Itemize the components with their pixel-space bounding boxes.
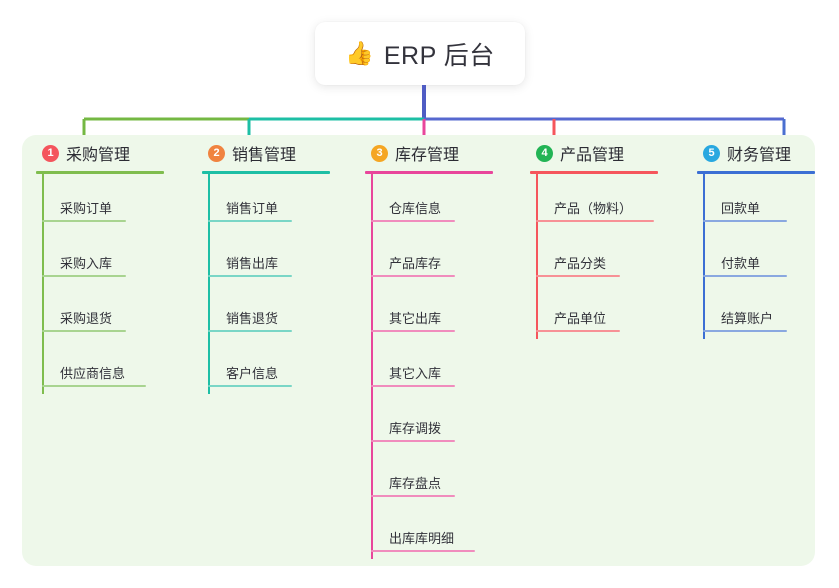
branch-item-underline [371, 550, 475, 552]
branch-item[interactable]: 结算账户 [703, 284, 815, 339]
branch-items-5: 回款单付款单结算账户 [703, 174, 815, 339]
branch-header-2[interactable]: 2 销售管理 [188, 135, 351, 171]
root-node-title: ERP 后台 [383, 41, 495, 70]
branch-item[interactable]: 采购入库 [42, 229, 188, 284]
branch-item-label: 库存盘点 [389, 476, 442, 491]
branch-item[interactable]: 产品分类 [536, 229, 683, 284]
branch-underline-4 [530, 171, 658, 174]
branch-item-underline [371, 385, 455, 387]
branch-item[interactable]: 其它入库 [371, 339, 516, 394]
branch-item-label: 其它出库 [389, 311, 442, 326]
branch-item-label: 回款单 [721, 201, 761, 216]
branch-item[interactable]: 仓库信息 [371, 174, 516, 229]
branch-item-underline [42, 330, 126, 332]
branch-item[interactable]: 销售出库 [208, 229, 351, 284]
branch-item[interactable]: 付款单 [703, 229, 815, 284]
branch-item-underline [208, 220, 292, 222]
branches-panel [22, 135, 815, 566]
branch-item-label: 销售退货 [226, 311, 279, 326]
branch-header-1[interactable]: 1 采购管理 [22, 135, 188, 171]
branch-item[interactable]: 库存盘点 [371, 449, 516, 504]
branch-item-underline [371, 275, 455, 277]
branch-item-underline [703, 220, 787, 222]
branch-badge-3: 3 [371, 144, 388, 162]
branch-item-underline [536, 330, 620, 332]
branch-item[interactable]: 回款单 [703, 174, 815, 229]
branch-badge-4: 4 [536, 144, 553, 162]
branch-title-3: 库存管理 [395, 147, 460, 164]
branch-item-label: 结算账户 [721, 311, 774, 326]
branch-items-1: 采购订单采购入库采购退货供应商信息 [42, 174, 188, 394]
branch-item-label: 销售订单 [226, 201, 279, 216]
branch-badge-2: 2 [208, 144, 225, 162]
branch-badge-5: 5 [703, 144, 720, 162]
branch-item-underline [42, 385, 146, 387]
branch-item-underline [703, 330, 787, 332]
branch-header-4[interactable]: 4 产品管理 [516, 135, 683, 171]
branch-title-2: 销售管理 [232, 147, 297, 164]
branch-item[interactable]: 产品单位 [536, 284, 683, 339]
thumbs-up-icon: 👍 [345, 40, 374, 66]
branch-item-underline [208, 330, 292, 332]
branch-items-3: 仓库信息产品库存其它出库其它入库库存调拨库存盘点出库库明细 [371, 174, 516, 559]
branch-column-4: 4 产品管理产品（物料） 产品分类产品单位 [516, 135, 683, 566]
branch-item[interactable]: 客户信息 [208, 339, 351, 394]
branch-item-label: 产品（物料） [554, 201, 633, 216]
branch-item-label: 产品单位 [554, 311, 607, 326]
branch-item-label: 其它入库 [389, 366, 442, 381]
branch-item-underline [42, 275, 126, 277]
branch-item[interactable]: 库存调拨 [371, 394, 516, 449]
branch-item-label: 采购退货 [60, 311, 113, 326]
branch-item-label: 仓库信息 [389, 201, 442, 216]
branch-item[interactable]: 采购订单 [42, 174, 188, 229]
branch-item-label: 客户信息 [226, 366, 279, 381]
branch-item-label: 产品库存 [389, 256, 442, 271]
branch-item-underline [42, 220, 126, 222]
branch-item[interactable]: 销售退货 [208, 284, 351, 339]
branch-item[interactable]: 出库库明细 [371, 504, 516, 559]
branch-column-1: 1 采购管理采购订单采购入库采购退货供应商信息 [22, 135, 188, 566]
root-node-card[interactable]: 👍 ERP 后台 [315, 22, 525, 85]
branch-item[interactable]: 销售订单 [208, 174, 351, 229]
branch-badge-1: 1 [42, 144, 59, 162]
branch-underline-3 [365, 171, 493, 174]
branch-item[interactable]: 产品库存 [371, 229, 516, 284]
branch-item-label: 出库库明细 [389, 531, 455, 546]
branch-item-label: 采购订单 [60, 201, 113, 216]
branch-header-3[interactable]: 3 库存管理 [351, 135, 516, 171]
branch-item-underline [371, 330, 455, 332]
branch-item-underline [536, 220, 654, 222]
branch-item-label: 采购入库 [60, 256, 113, 271]
branch-item-underline [371, 495, 455, 497]
branch-items-2: 销售订单销售出库销售退货客户信息 [208, 174, 351, 394]
branch-item-underline [371, 440, 455, 442]
branch-item-underline [536, 275, 620, 277]
branch-underline-2 [202, 171, 330, 174]
branch-item-label: 付款单 [721, 256, 761, 271]
branch-item-label: 库存调拨 [389, 421, 442, 436]
branch-underline-1 [36, 171, 164, 174]
branch-column-5: 5 财务管理回款单付款单结算账户 [683, 135, 815, 566]
branch-column-3: 3 库存管理仓库信息产品库存其它出库其它入库库存调拨库存盘点出库库明细 [351, 135, 516, 566]
branch-title-5: 财务管理 [727, 147, 792, 164]
branch-title-4: 产品管理 [560, 147, 625, 164]
branch-item-underline [371, 220, 455, 222]
branch-item[interactable]: 其它出库 [371, 284, 516, 339]
branch-item-label: 产品分类 [554, 256, 607, 271]
branch-item[interactable]: 产品（物料） [536, 174, 683, 229]
branch-item-underline [208, 385, 292, 387]
branch-item[interactable]: 采购退货 [42, 284, 188, 339]
branch-item-underline [208, 275, 292, 277]
branch-items-4: 产品（物料） 产品分类产品单位 [536, 174, 683, 339]
branch-item-label: 供应商信息 [60, 366, 126, 381]
branch-item[interactable]: 供应商信息 [42, 339, 188, 394]
branch-columns: 1 采购管理采购订单采购入库采购退货供应商信息 2 销售管理销售订单销售出库销售退货客… [22, 135, 815, 566]
branch-item-underline [703, 275, 787, 277]
branch-item-label: 销售出库 [226, 256, 279, 271]
branch-column-2: 2 销售管理销售订单销售出库销售退货客户信息 [188, 135, 351, 566]
branch-title-1: 采购管理 [66, 147, 131, 164]
branch-underline-5 [697, 171, 815, 174]
branch-header-5[interactable]: 5 财务管理 [683, 135, 815, 171]
